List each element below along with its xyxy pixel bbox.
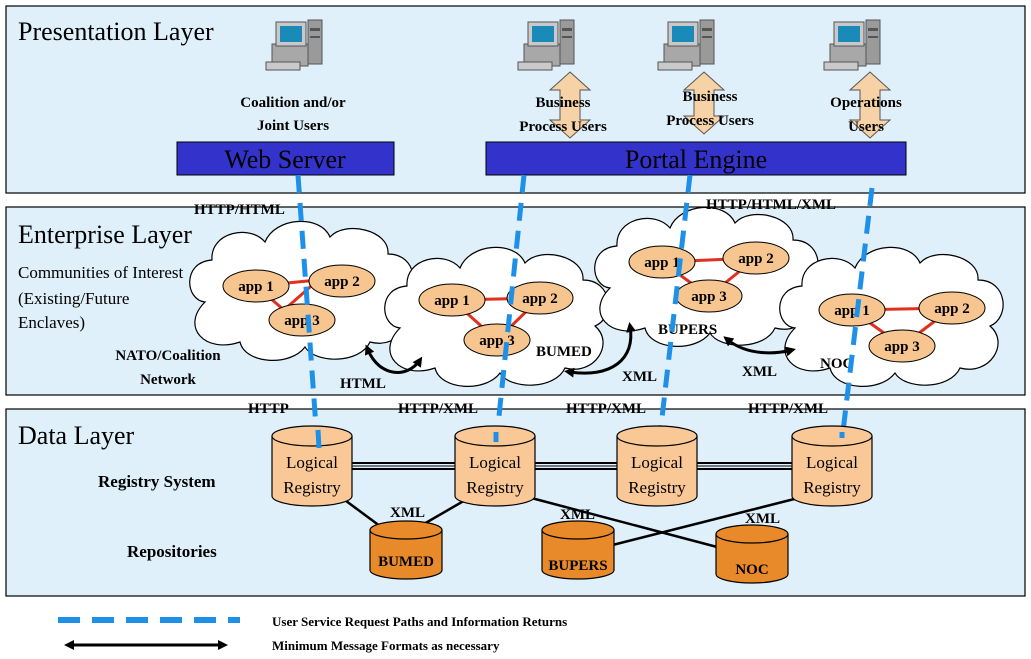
legend-arrow-text: Minimum Message Formats as necessary	[272, 638, 500, 653]
xml-repo-label-3: XML	[745, 511, 780, 527]
registry-label-2: Registry	[628, 478, 686, 497]
repo-bupers-label: BUPERS	[548, 558, 607, 574]
portal-engine-box	[485, 141, 907, 176]
ops-users-label-2: Users	[848, 119, 884, 135]
repositories-label: Repositories	[127, 542, 217, 561]
http-xml-label-3: HTTP/XML	[748, 401, 828, 417]
app-cluster-nato: app 1 app 2 app 3	[222, 264, 376, 337]
registry-label-2: Registry	[466, 478, 524, 497]
enterprise-layer-title: Enterprise Layer	[18, 220, 192, 249]
repo-noc-label: NOC	[735, 562, 768, 578]
legend-dashed-text: User Service Request Paths and Informati…	[272, 614, 567, 629]
xml-repo-label-2: XML	[560, 507, 595, 523]
app1-label: app 1	[834, 303, 869, 319]
bp-users-label-1b: Process Users	[519, 119, 607, 135]
user-arrow-icon	[682, 71, 726, 135]
enterprise-sub-3: Enclaves)	[18, 313, 85, 332]
noc-cloud-label: NOC	[820, 356, 853, 372]
web-server-label: Web Server	[224, 145, 346, 174]
app1-label: app 1	[644, 255, 679, 271]
registry-system-label: Registry System	[98, 472, 216, 491]
app3-label: app 3	[691, 289, 726, 305]
app2-label: app 2	[934, 301, 969, 317]
app-cluster-noc: app 1 app 2 app 3	[818, 291, 986, 363]
html-label: HTML	[340, 376, 386, 392]
app2-label: app 2	[522, 291, 557, 307]
repo-bumed-label: BUMED	[378, 554, 434, 570]
enterprise-sub-2: (Existing/Future	[18, 289, 129, 308]
presentation-layer-title: Presentation Layer	[18, 17, 214, 46]
nato-label-1: NATO/Coalition	[115, 348, 221, 364]
xml-repo-label-1: XML	[390, 505, 425, 521]
xml-label-1: XML	[622, 369, 657, 385]
app-cluster-bumed: app 1 app 2 app 3	[418, 281, 574, 357]
bp-users-label-2a: Business	[682, 89, 737, 105]
xml-exchange-arrow-1	[564, 322, 636, 378]
data-layer-title: Data Layer	[18, 421, 135, 450]
app2-label: app 2	[738, 251, 773, 267]
html-exchange-arrow	[364, 344, 423, 374]
repo-bupers: BUPERS	[541, 520, 615, 580]
logical-registry-4: Logical Registry	[791, 425, 873, 507]
logical-registry-3: Logical Registry	[616, 425, 698, 507]
xml-exchange-arrow-2	[723, 336, 796, 357]
user-arrow-icon	[848, 71, 892, 139]
http-html-label: HTTP/HTML	[194, 202, 285, 218]
app-cluster-bupers: app 1 app 2 app 3	[628, 241, 790, 313]
app1-label: app 1	[434, 293, 469, 309]
registry-label-2: Registry	[803, 478, 861, 497]
app3-label: app 3	[479, 333, 514, 349]
coalition-users-label-1: Coalition and/or	[240, 95, 346, 111]
bp-users-label-2b: Process Users	[666, 113, 754, 129]
registry-bus	[350, 462, 798, 470]
web-server-box	[176, 141, 395, 176]
user-arrow-icon	[548, 71, 592, 139]
bp-users-label-1a: Business	[535, 95, 590, 111]
repo-bumed: BUMED	[369, 520, 443, 580]
xml-label-2: XML	[742, 364, 777, 380]
request-path-ends	[315, 429, 845, 449]
coalition-users-label-2: Joint Users	[257, 118, 329, 134]
enterprise-sub-1: Communities of Interest	[18, 263, 184, 282]
registry-label-1: Logical	[286, 453, 338, 472]
registry-label-1: Logical	[806, 453, 858, 472]
app3-label: app 3	[884, 339, 919, 355]
http-html-xml-label: HTTP/HTML/XML	[706, 197, 836, 213]
bumed-cloud-label: BUMED	[536, 344, 592, 360]
http-xml-label-1: HTTP/XML	[398, 401, 478, 417]
cloud-bumed	[384, 246, 609, 387]
registry-label-1: Logical	[631, 453, 683, 472]
bupers-cloud-label: BUPERS	[658, 322, 717, 338]
registry-label-1: Logical	[469, 453, 521, 472]
ops-users-label-1: Operations	[830, 95, 902, 111]
app2-label: app 2	[324, 274, 359, 290]
app1-label: app 1	[238, 279, 273, 295]
logical-registry-1: Logical Registry	[271, 425, 353, 507]
logical-registry-2: Logical Registry	[454, 425, 536, 507]
registry-label-2: Registry	[283, 478, 341, 497]
request-paths	[295, 174, 875, 456]
repo-noc: NOC	[715, 524, 789, 584]
http-xml-label-2: HTTP/XML	[566, 401, 646, 417]
app3-label: app 3	[284, 313, 319, 329]
http-label: HTTP	[248, 401, 289, 417]
nato-label-2: Network	[140, 372, 196, 388]
portal-engine-label: Portal Engine	[625, 145, 767, 174]
